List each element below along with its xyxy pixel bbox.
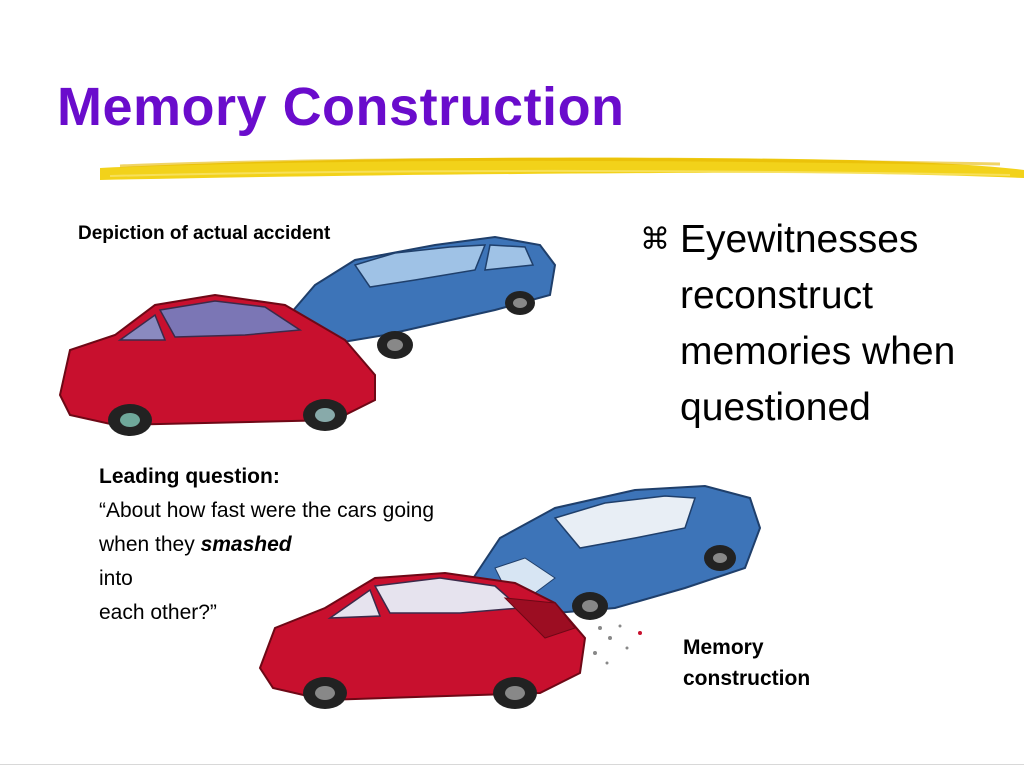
title-underline-stroke <box>100 157 1024 180</box>
slide-title: Memory Construction <box>57 77 625 137</box>
command-key-icon: ⌘ <box>640 222 670 257</box>
actual-accident-illustration <box>58 235 557 436</box>
slide-footer-rule <box>0 764 1024 765</box>
leading-question-emphasis: smashed <box>200 533 292 556</box>
actual-accident-caption: Depiction of actual accident <box>78 223 331 244</box>
bullet-text: Eyewitnesses reconstruct memories when q… <box>680 218 956 429</box>
red-car-image <box>58 293 376 436</box>
bullet-point: ⌘ Eyewitnesses reconstruct memories when… <box>640 212 1020 436</box>
debris-fragments <box>593 624 642 665</box>
crashed-red-car-image <box>258 571 587 709</box>
memory-construction-caption: Memory construction <box>683 636 811 690</box>
leading-question-label: Leading question: <box>99 465 280 488</box>
leading-question-block: Leading question: “About how fast were t… <box>99 460 479 630</box>
leading-question-text-part3: each other?” <box>99 601 217 624</box>
leading-question-text-part2: into <box>99 567 133 590</box>
blue-car-image <box>283 235 557 359</box>
memory-construction-illustration <box>258 484 762 709</box>
leading-question-text-part1: “About how fast were the cars going when… <box>99 499 435 556</box>
